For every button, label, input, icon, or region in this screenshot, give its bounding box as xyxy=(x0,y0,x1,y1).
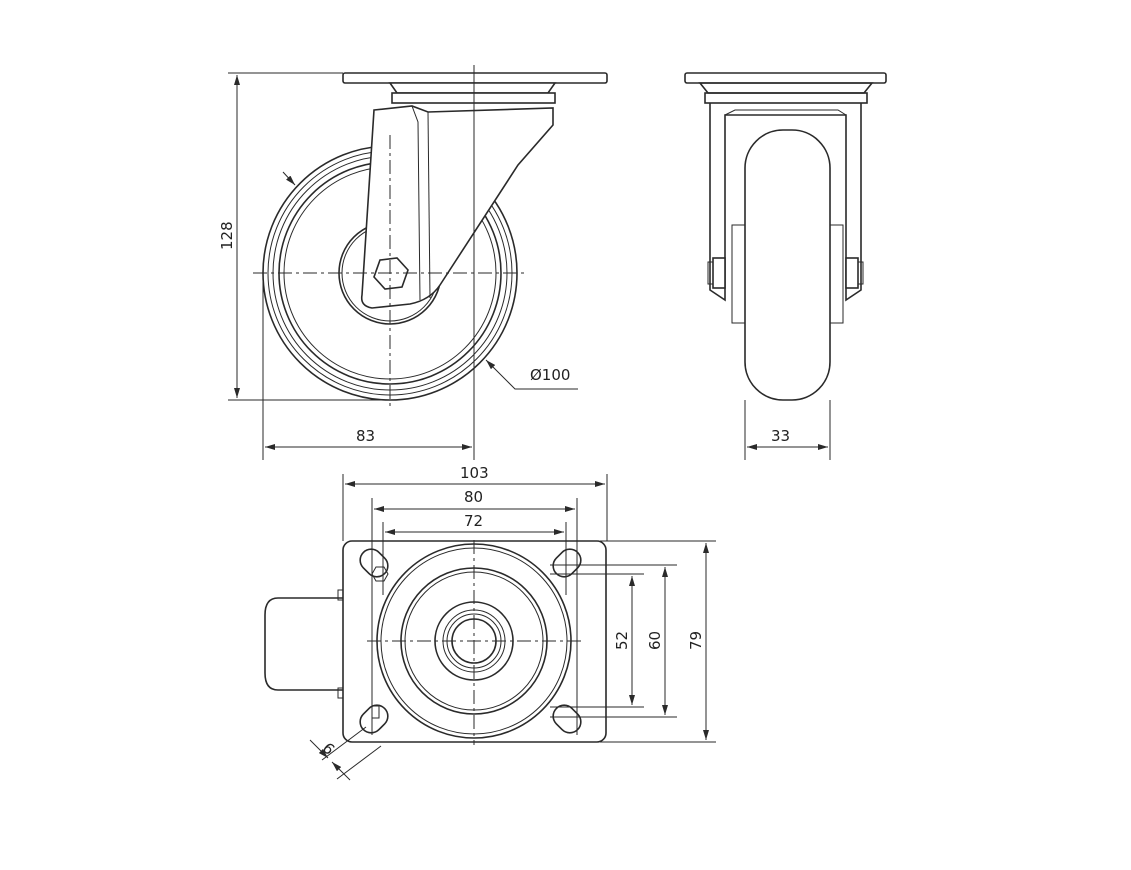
dimension-diameter: Ø100 xyxy=(282,171,578,390)
axle-nut-left xyxy=(712,257,726,289)
width-label: 33 xyxy=(771,427,790,445)
hole-spacing-v-outer-label: 60 xyxy=(646,631,664,650)
hole-spacing-inner-label: 72 xyxy=(464,512,483,530)
hole-diameter-label: 9 xyxy=(319,738,338,757)
slot-holes xyxy=(359,548,582,734)
front-view: 128 83 Ø100 xyxy=(218,65,608,460)
brake-stem xyxy=(264,597,343,691)
hole-spacing-outer-label: 80 xyxy=(464,488,483,506)
top-view: 103 80 72 52 60 79 9 xyxy=(264,464,716,781)
hole-spacing-v-inner-label: 52 xyxy=(613,631,631,650)
swivel-fork xyxy=(342,72,608,309)
plate-length-label: 103 xyxy=(460,464,489,482)
diameter-label: Ø100 xyxy=(530,366,570,384)
plate-width-label: 79 xyxy=(687,631,705,650)
offset-label: 83 xyxy=(356,427,375,445)
wheel-tread xyxy=(744,129,831,401)
axle-nut-right xyxy=(845,257,859,289)
height-label: 128 xyxy=(218,221,236,250)
dimension-offset: 83 xyxy=(262,280,472,460)
side-view: 33 xyxy=(684,72,887,460)
dimension-height: 128 xyxy=(218,72,390,401)
